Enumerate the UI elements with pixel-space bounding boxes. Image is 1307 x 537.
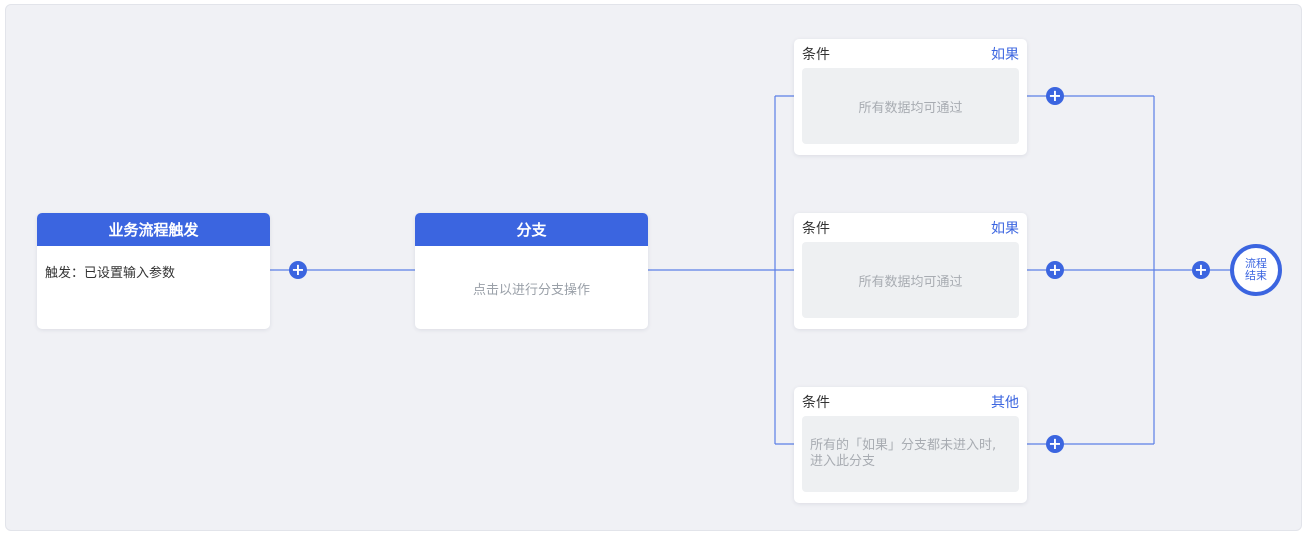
condition-text-line-2: 进入此分支 — [810, 454, 876, 469]
add-step-button-condition-else[interactable]: + — [1046, 435, 1064, 453]
condition-content[interactable]: 所有数据均可通过 — [802, 242, 1019, 318]
add-step-button-condition-2[interactable]: + — [1046, 261, 1064, 279]
end-label-line-1: 流程 — [1245, 257, 1267, 270]
add-step-button-after-trigger[interactable]: + — [289, 261, 307, 279]
condition-node-1[interactable]: 条件 如果 所有数据均可通过 — [794, 39, 1027, 155]
condition-kind: 其他 — [991, 394, 1019, 411]
condition-content[interactable]: 所有的「如果」分支都未进入时, 进入此分支 — [802, 416, 1019, 492]
trigger-title: 业务流程触发 — [37, 213, 270, 246]
condition-content[interactable]: 所有数据均可通过 — [802, 68, 1019, 144]
condition-label: 条件 — [802, 394, 830, 411]
plus-icon: + — [1194, 260, 1208, 279]
plus-icon: + — [1048, 86, 1062, 105]
condition-node-2[interactable]: 条件 如果 所有数据均可通过 — [794, 213, 1027, 329]
add-step-button-before-end[interactable]: + — [1192, 261, 1210, 279]
add-step-button-condition-1[interactable]: + — [1046, 87, 1064, 105]
end-label-line-2: 结束 — [1245, 269, 1267, 282]
flow-end-node[interactable]: 流程 结束 — [1230, 244, 1282, 296]
condition-kind: 如果 — [991, 46, 1019, 63]
condition-label: 条件 — [802, 220, 830, 237]
trigger-text: 触发：已设置输入参数 — [45, 266, 176, 281]
plus-icon: + — [1048, 434, 1062, 453]
condition-label: 条件 — [802, 46, 830, 63]
condition-node-else[interactable]: 条件 其他 所有的「如果」分支都未进入时, 进入此分支 — [794, 387, 1027, 503]
condition-kind: 如果 — [991, 220, 1019, 237]
branch-placeholder: 点击以进行分支操作 — [472, 282, 590, 298]
trigger-node[interactable]: 业务流程触发 触发：已设置输入参数 — [37, 213, 270, 329]
condition-text-line-1: 所有的「如果」分支都未进入时, — [810, 438, 997, 453]
branch-node[interactable]: 分支 点击以进行分支操作 — [415, 213, 648, 329]
plus-icon: + — [1048, 260, 1062, 279]
branch-title: 分支 — [415, 213, 648, 246]
plus-icon: + — [291, 260, 305, 279]
